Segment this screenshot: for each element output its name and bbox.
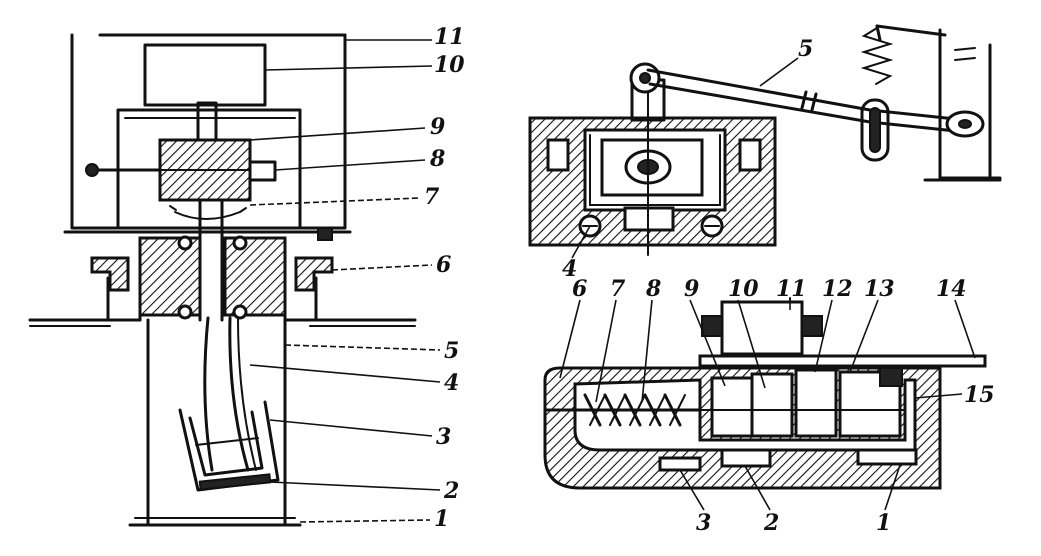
label-4: 4 — [562, 256, 577, 282]
label-6: 6 — [436, 252, 451, 278]
label-13: 13 — [864, 276, 895, 302]
label-6: 6 — [572, 276, 587, 302]
left-leader-lines — [249, 39, 441, 523]
left-sectional-view — [28, 33, 417, 527]
left-labels: 11 10 9 8 7 6 5 4 3 2 1 — [424, 24, 465, 532]
bottom-right-view — [543, 297, 987, 490]
label-3: 3 — [436, 424, 451, 450]
label-4: 4 — [444, 370, 459, 396]
label-5: 5 — [798, 36, 813, 62]
bottom-right-labels: 6 7 8 9 10 11 12 13 14 15 3 2 1 — [572, 276, 995, 536]
label-11: 11 — [434, 24, 465, 50]
label-5: 5 — [444, 338, 459, 364]
label-2: 2 — [443, 478, 459, 504]
bottom-right-leaders — [559, 299, 976, 511]
label-7: 7 — [610, 276, 626, 302]
label-10: 10 — [434, 52, 465, 78]
label-9: 9 — [430, 114, 445, 140]
label-8: 8 — [429, 146, 445, 172]
label-3: 3 — [696, 510, 711, 536]
label-11: 11 — [776, 276, 807, 302]
label-14: 14 — [936, 276, 967, 302]
label-2: 2 — [763, 510, 779, 536]
label-9: 9 — [684, 276, 699, 302]
label-1: 1 — [876, 510, 891, 536]
top-right-labels: 5 4 — [562, 36, 813, 282]
label-15: 15 — [964, 382, 995, 408]
top-right-view — [528, 24, 1002, 256]
label-7: 7 — [424, 184, 440, 210]
label-8: 8 — [645, 276, 661, 302]
top-right-leaders — [571, 57, 799, 259]
label-10: 10 — [728, 276, 759, 302]
label-12: 12 — [822, 276, 853, 302]
label-1: 1 — [434, 506, 449, 532]
